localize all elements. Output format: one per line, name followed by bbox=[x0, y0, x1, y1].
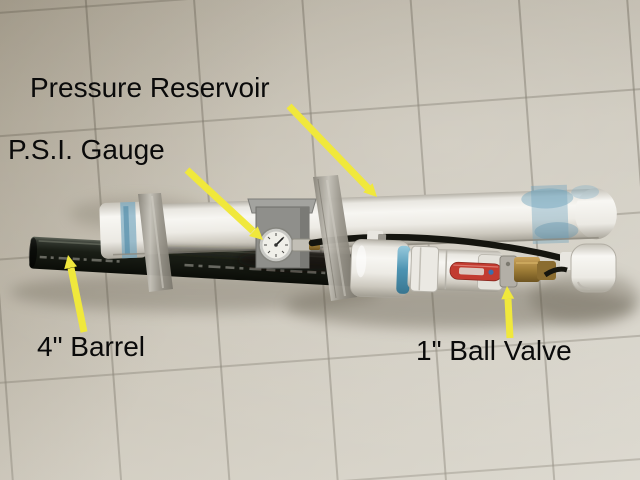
label-ball-valve: 1" Ball Valve bbox=[416, 335, 572, 366]
cement-ring-coupling bbox=[396, 245, 411, 294]
arrow-to-valve bbox=[501, 286, 515, 339]
pipe-print-marks bbox=[39, 255, 334, 275]
annotation-arrows bbox=[64, 103, 515, 339]
arrow-to-barrel bbox=[64, 255, 88, 333]
arrow-to-gauge bbox=[184, 167, 263, 240]
gauge-fitting bbox=[291, 238, 312, 252]
arrow-to-reservoir bbox=[286, 103, 377, 197]
label-barrel: 4" Barrel bbox=[37, 331, 145, 362]
psi-gauge-dial bbox=[258, 227, 294, 263]
elbow-fitting bbox=[560, 243, 617, 293]
label-pressure-reservoir: Pressure Reservoir bbox=[30, 72, 270, 103]
coupling bbox=[349, 230, 411, 299]
brass-fittings bbox=[499, 255, 568, 288]
duct-tape-straps bbox=[138, 175, 357, 301]
valve-handle bbox=[449, 261, 503, 282]
cement-smear-right bbox=[521, 184, 600, 244]
hose-end bbox=[543, 266, 568, 278]
label-psi-gauge: P.S.I. Gauge bbox=[8, 134, 165, 165]
